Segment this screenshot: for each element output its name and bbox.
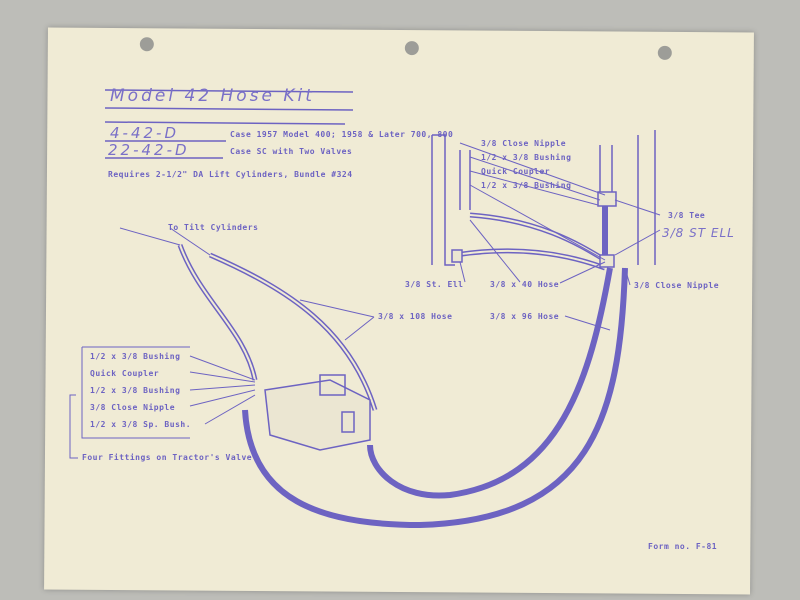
valve-fitting: 1/2 x 3/8 Sp. Bush. [90,420,192,429]
valve-fitting: 1/2 x 3/8 Bushing [90,352,181,361]
kit-description: Case SC with Two Valves [230,147,353,156]
valve-fitting: 1/2 x 3/8 Bushing [90,386,181,395]
label-hose-40: 3/8 x 40 Hose [490,280,560,289]
kit-code: 22-42-D [108,141,190,159]
label-st-ell-handwritten: 3/8 ST ELL [662,226,735,240]
valve-fitting: 3/8 Close Nipple [90,403,176,412]
form-number: Form no. F-81 [648,542,718,551]
kit-code: 4-42-D [110,124,180,142]
requirement-note: Requires 2-1/2" DA Lift Cylinders, Bundl… [108,170,353,179]
valve-fitting: Quick Coupler [90,369,160,378]
label-st-ell: 3/8 St. Ell [405,280,464,289]
kit-description: Case 1957 Model 400; 1958 & Later 700, 8… [230,130,454,139]
label-close-nipple-right: 3/8 Close Nipple [634,281,720,290]
label-tilt: To Tilt Cylinders [168,223,259,232]
label-bushing-top: 1/2 x 3/8 Bushing [481,153,572,162]
label-tee: 3/8 Tee [668,211,706,220]
valve-note: Four Fittings on Tractor's Valve [82,453,253,462]
label-hose-96: 3/8 x 96 Hose [490,312,560,321]
page-title: Model 42 Hose Kit [110,86,315,106]
label-hose-108: 3/8 x 108 Hose [378,312,453,321]
label-bushing-top-2: 1/2 x 3/8 Bushing [481,181,572,190]
label-close-nipple-top: 3/8 Close Nipple [481,139,567,148]
label-quick-coupler-top: Quick Coupler [481,167,551,176]
